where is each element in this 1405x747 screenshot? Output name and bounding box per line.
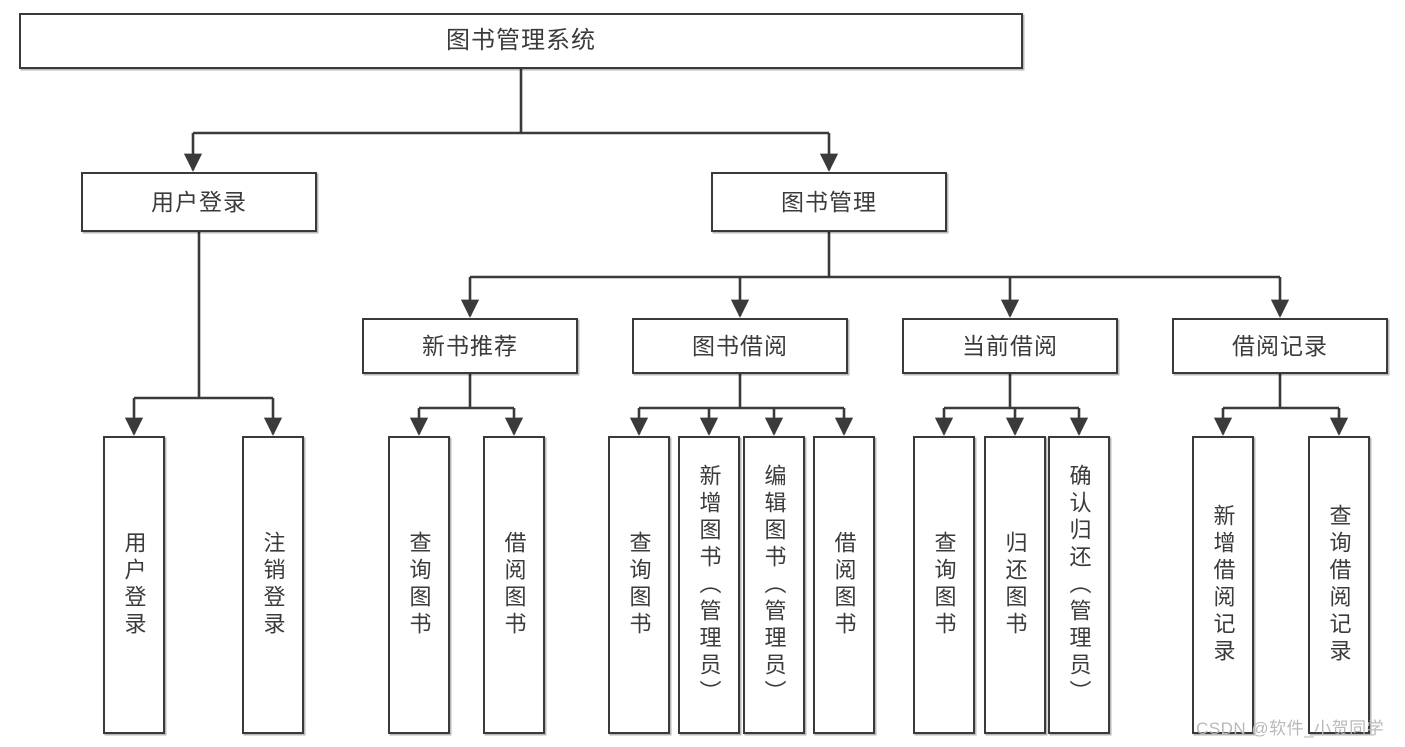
node-leaf-query-book-2[interactable]: 查询图书 [608, 436, 670, 734]
node-leaf-add-record[interactable]: 新增借阅记录 [1192, 436, 1254, 734]
node-label: 确认归还（管理员） [1066, 463, 1092, 707]
node-label: 注销登录 [260, 531, 286, 639]
node-leaf-return-book[interactable]: 归还图书 [984, 436, 1046, 734]
node-current-borrow[interactable]: 当前借阅 [902, 318, 1118, 374]
node-label: 借阅图书 [501, 531, 527, 639]
node-book-management[interactable]: 图书管理 [711, 172, 947, 232]
node-leaf-query-book-1[interactable]: 查询图书 [388, 436, 450, 734]
node-label: 图书管理 [781, 188, 877, 215]
node-label: 查询图书 [626, 531, 652, 639]
node-label: 查询图书 [931, 531, 957, 639]
node-leaf-edit-book[interactable]: 编辑图书（管理员） [743, 436, 805, 734]
csdn-watermark: CSDN @软件_小贺同学 [1196, 719, 1385, 738]
node-label: 借阅图书 [831, 531, 857, 639]
node-leaf-user-login[interactable]: 用户登录 [103, 436, 165, 734]
node-leaf-query-record[interactable]: 查询借阅记录 [1308, 436, 1370, 734]
node-label: 当前借阅 [962, 332, 1058, 359]
node-root[interactable]: 图书管理系统 [19, 13, 1023, 69]
node-leaf-add-book[interactable]: 新增图书（管理员） [678, 436, 740, 734]
node-label: 新增图书（管理员） [696, 463, 722, 707]
node-label: 编辑图书（管理员） [761, 463, 787, 707]
node-book-borrow[interactable]: 图书借阅 [632, 318, 848, 374]
node-leaf-borrow-book-1[interactable]: 借阅图书 [483, 436, 545, 734]
node-label: 借阅记录 [1232, 332, 1328, 359]
node-label: 归还图书 [1002, 531, 1028, 639]
node-leaf-confirm-return[interactable]: 确认归还（管理员） [1048, 436, 1110, 734]
node-label: 图书管理系统 [446, 27, 596, 55]
node-label: 用户登录 [121, 531, 147, 639]
node-new-book-recommend[interactable]: 新书推荐 [362, 318, 578, 374]
node-label: 查询借阅记录 [1326, 504, 1352, 666]
node-leaf-borrow-book-2[interactable]: 借阅图书 [813, 436, 875, 734]
node-label: 图书借阅 [692, 332, 788, 359]
node-label: 用户登录 [151, 188, 247, 215]
connector-lines [124, 69, 1349, 436]
node-borrow-record[interactable]: 借阅记录 [1172, 318, 1388, 374]
node-label: 新增借阅记录 [1210, 504, 1236, 666]
node-leaf-logout[interactable]: 注销登录 [242, 436, 304, 734]
node-user-login[interactable]: 用户登录 [81, 172, 317, 232]
node-label: 新书推荐 [422, 332, 518, 359]
node-label: 查询图书 [406, 531, 432, 639]
node-leaf-query-book-3[interactable]: 查询图书 [913, 436, 975, 734]
